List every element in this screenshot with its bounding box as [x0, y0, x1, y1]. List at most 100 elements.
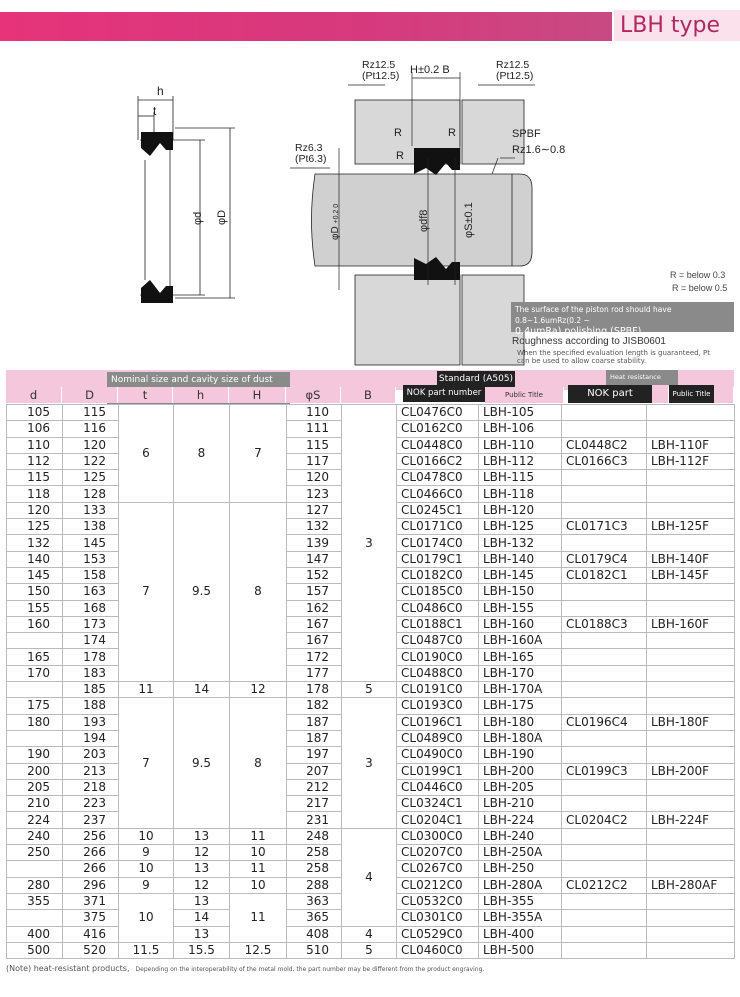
- cell-d: 165: [6, 648, 63, 666]
- cell-public-title: LBH-224: [478, 811, 562, 829]
- cell-heat-title: [646, 778, 735, 797]
- cell-d: 224: [6, 811, 63, 829]
- cell-nok-part: CL0162C0: [396, 420, 479, 438]
- cell-S: 510: [286, 941, 342, 960]
- cell-public-title: LBH-132: [478, 534, 562, 552]
- cell-d: 200: [6, 762, 63, 780]
- cell-h: 14: [173, 909, 230, 927]
- cell-H: 12.5: [229, 941, 287, 960]
- cell-nok-part: CL0448C0: [396, 436, 479, 454]
- cell-heat-part: [561, 860, 647, 878]
- seal-drawing: [137, 72, 535, 366]
- cell-nok-part: CL0245C1: [396, 501, 479, 520]
- cell-D: 128: [62, 485, 119, 503]
- heat-header: Heat resistance (F357): [606, 370, 678, 396]
- cell-heat-part: [561, 892, 647, 911]
- page-title: LBH type: [614, 10, 740, 41]
- col-public-title-heat: Public Title: [669, 385, 714, 403]
- cell-heat-title: LBH-160F: [646, 615, 735, 634]
- cell-heat-title: LBH-112F: [646, 452, 735, 471]
- cell-S: 197: [286, 746, 342, 764]
- cell-S: 187: [286, 729, 342, 748]
- cell-t: 9: [118, 844, 174, 862]
- cell-d: 132: [6, 534, 63, 552]
- cell-heat-part: [561, 941, 647, 960]
- cell-heat-title: [646, 892, 735, 911]
- cell-d: 155: [6, 599, 63, 617]
- cell-B: 4: [341, 925, 397, 943]
- footer-note: (Note) heat-resistant products,Depending…: [6, 964, 485, 973]
- cell-t: 7: [118, 501, 174, 683]
- cell-public-title: LBH-205: [478, 778, 562, 797]
- cell-D: 194: [62, 729, 119, 748]
- cell-heat-part: [561, 778, 647, 797]
- cell-S: 147: [286, 550, 342, 568]
- cell-public-title: LBH-175: [478, 697, 562, 715]
- cell-heat-title: [646, 909, 735, 927]
- cell-nok-part: CL0212C0: [396, 876, 479, 894]
- cell-heat-part: CL0196C4: [561, 713, 647, 731]
- cell-B: 5: [341, 681, 397, 699]
- cell-public-title: LBH-400: [478, 925, 562, 943]
- cell-d: 170: [6, 664, 63, 683]
- cell-S: 231: [286, 811, 342, 829]
- cell-heat-part: CL0204C2: [561, 811, 647, 829]
- cell-S: 365: [286, 909, 342, 927]
- cell-nok-part: CL0487C0: [396, 632, 479, 650]
- cell-nok-part: CL0191C0: [396, 681, 479, 699]
- cell-heat-part: CL0188C3: [561, 615, 647, 634]
- note-r1: R = below 0.3: [670, 270, 726, 280]
- cell-public-title: LBH-140: [478, 550, 562, 568]
- standard-header: Standard (A505): [437, 371, 515, 387]
- cell-h: 13: [173, 827, 230, 846]
- cell-heat-title: [646, 729, 735, 748]
- cell-D: 223: [62, 795, 119, 813]
- cell-heat-part: [561, 534, 647, 552]
- cell-nok-part: CL0466C0: [396, 485, 479, 503]
- cell-D: 168: [62, 599, 119, 617]
- cell-D: 375: [62, 909, 119, 927]
- col-h: h: [173, 387, 229, 403]
- cell-D: 174: [62, 632, 119, 650]
- cell-heat-part: [561, 485, 647, 503]
- cell-nok-part: CL0488C0: [396, 664, 479, 683]
- cell-heat-part: [561, 469, 647, 487]
- cell-public-title: LBH-200: [478, 762, 562, 780]
- cell-H: 10: [229, 876, 287, 894]
- cell-public-title: LBH-250: [478, 860, 562, 878]
- cell-public-title: LBH-120: [478, 501, 562, 520]
- cell-heat-title: [646, 664, 735, 683]
- cell-t: 6: [118, 404, 174, 503]
- rz-top-left: Rz12.5(Pt12.5): [362, 59, 400, 82]
- cell-heat-part: [561, 795, 647, 813]
- cell-D: 213: [62, 762, 119, 780]
- cell-heat-part: [561, 746, 647, 764]
- col-nok-part-heat: NOK part number: [568, 385, 652, 417]
- cell-heat-part: [561, 583, 647, 601]
- cell-S: 187: [286, 713, 342, 731]
- cell-public-title: LBH-115: [478, 469, 562, 487]
- cell-heat-title: [646, 485, 735, 503]
- cell-public-title: LBH-110: [478, 436, 562, 454]
- cell-heat-title: [646, 632, 735, 650]
- cell-B: 5: [341, 941, 397, 960]
- cell-public-title: LBH-170: [478, 664, 562, 683]
- cell-heat-title: [646, 925, 735, 943]
- cell-heat-title: [646, 599, 735, 617]
- r-label: R: [396, 150, 404, 162]
- cell-d: 400: [6, 925, 63, 943]
- roughness-small: When the specified evaluation length is …: [517, 349, 711, 365]
- cell-S: 167: [286, 615, 342, 634]
- cell-nok-part: CL0486C0: [396, 599, 479, 617]
- cell-public-title: LBH-165: [478, 648, 562, 666]
